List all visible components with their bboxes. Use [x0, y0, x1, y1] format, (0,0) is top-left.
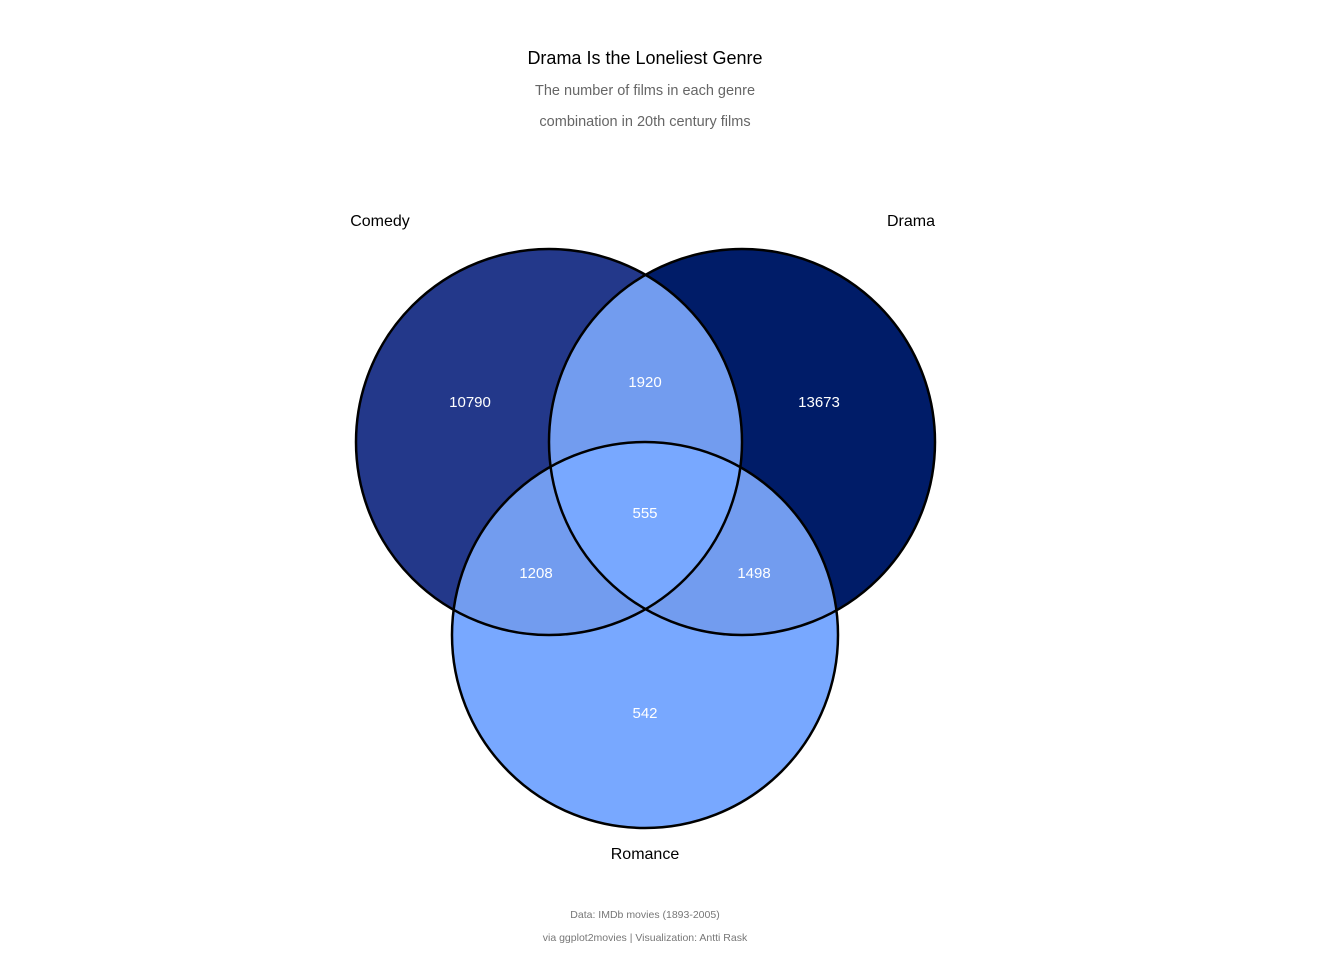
set-label-drama: Drama	[887, 213, 935, 230]
romance-outline	[450, 440, 840, 830]
count-drama-romance: 1498	[737, 565, 770, 582]
count-comedy-drama: 1920	[628, 374, 661, 391]
region-all-three	[549, 442, 742, 635]
count-drama-only: 13673	[798, 394, 840, 411]
count-comedy-only: 10790	[449, 394, 491, 411]
caption-line-1: Data: IMDb movies (1893-2005)	[570, 909, 720, 921]
set-label-comedy: Comedy	[350, 213, 410, 230]
chart-title: Drama Is the Loneliest Genre	[527, 48, 763, 68]
count-all-three: 555	[632, 505, 657, 522]
comedy-outline	[354, 247, 744, 637]
drama-outline	[547, 247, 937, 637]
chart-subtitle-line-2: combination in 20th century films	[539, 114, 751, 130]
caption-line-2: via ggplot2movies | Visualization: Antti…	[542, 932, 748, 944]
chart-subtitle-line-1: The number of films in each genre	[534, 83, 756, 99]
count-comedy-romance: 1208	[519, 565, 552, 582]
count-romance-only: 542	[632, 705, 657, 722]
set-label-romance: Romance	[611, 846, 680, 863]
